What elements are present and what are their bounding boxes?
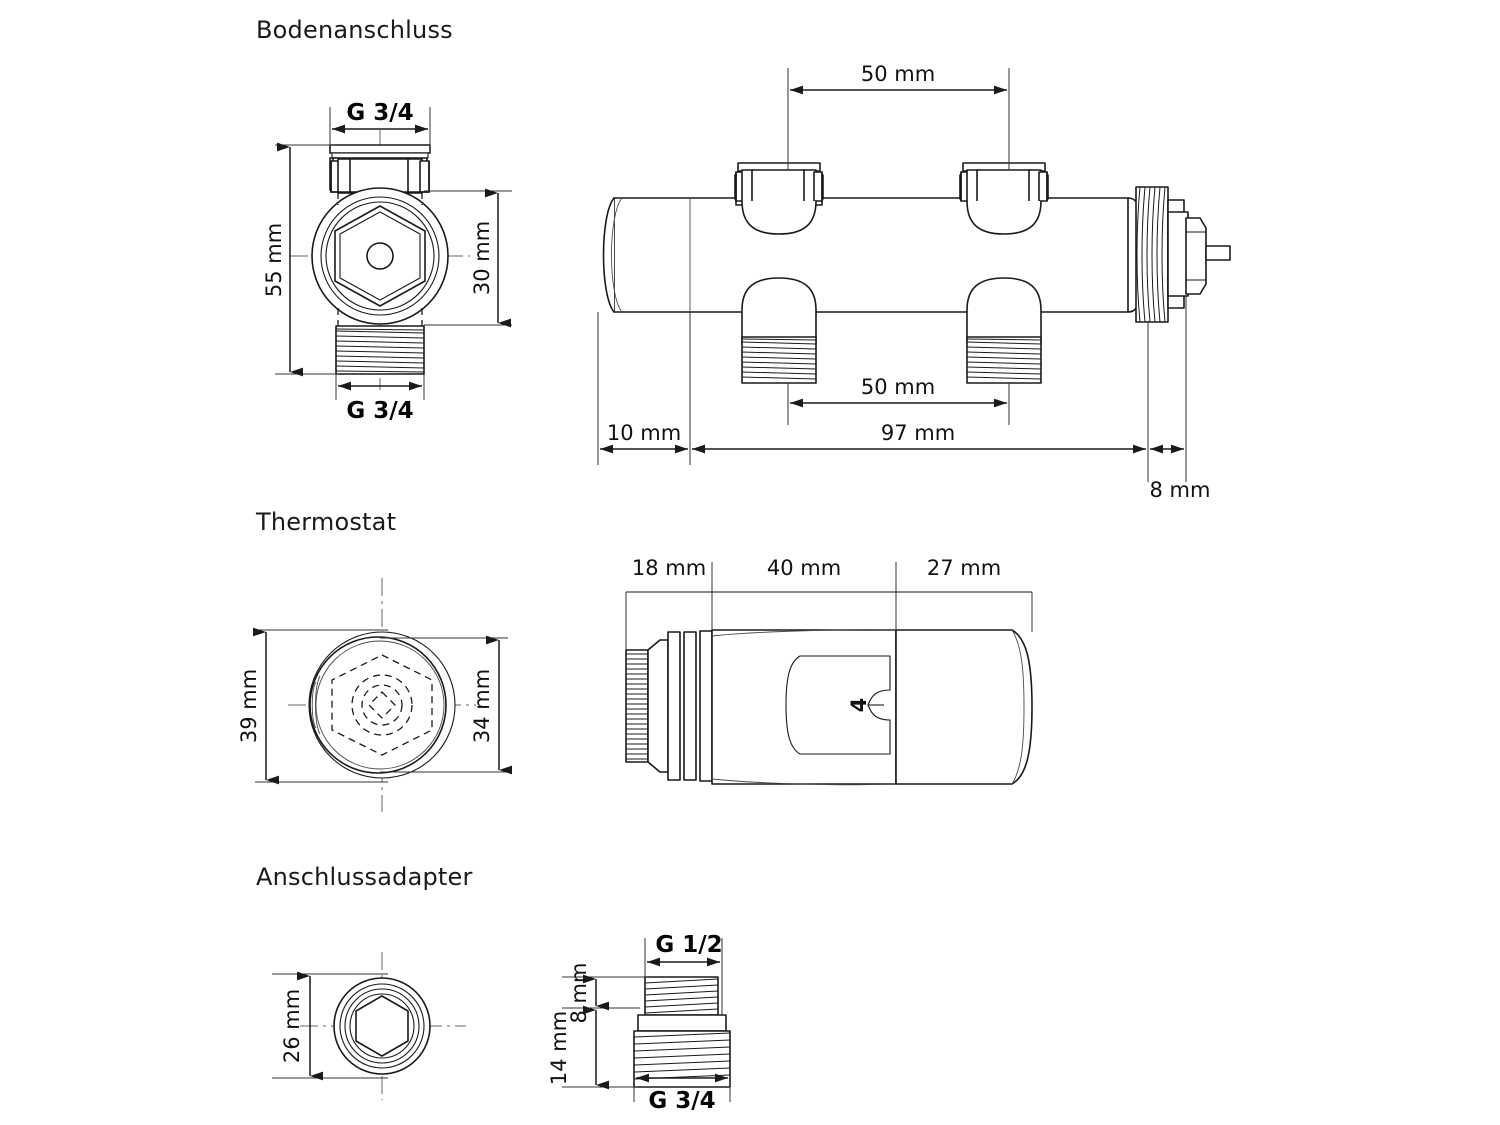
dim-adapter-outer: 26 mm bbox=[272, 971, 388, 1081]
dim-label-thermostat-connector: 18 mm bbox=[632, 556, 706, 580]
dim-adapter-lower-thread: G 3/4 bbox=[633, 1073, 731, 1114]
section-title-anschlussadapter: Anschlussadapter bbox=[256, 863, 473, 891]
dim-label-body-length: 97 mm bbox=[881, 421, 955, 445]
bottom-thread-stub bbox=[335, 325, 425, 375]
dim-label-left-end: 10 mm bbox=[607, 421, 681, 445]
dim-top-thread: G 3/4 bbox=[329, 100, 431, 152]
dim-label-adapter-upper-thread: G 1/2 bbox=[655, 932, 722, 958]
thermostat-front-view: 39 mm 34 mm bbox=[237, 578, 512, 812]
dim-label-adapter-lower-thread: G 3/4 bbox=[648, 1088, 715, 1114]
dim-body-height: 30 mm bbox=[424, 188, 512, 328]
bottom-stub-left bbox=[741, 277, 817, 384]
dim-label-top-thread: G 3/4 bbox=[346, 100, 413, 126]
adapter-upper-thread bbox=[644, 976, 719, 1016]
adapter-collar bbox=[637, 1014, 727, 1032]
dim-label-overall-height: 55 mm bbox=[262, 223, 286, 297]
center-bore bbox=[366, 242, 394, 270]
dim-top-port-spacing: 50 mm bbox=[787, 62, 1010, 170]
dim-label-body-height: 30 mm bbox=[470, 221, 494, 295]
top-nut-left bbox=[734, 162, 824, 235]
dim-bottom-thread: G 3/4 bbox=[335, 374, 425, 424]
bottom-stub-right bbox=[966, 277, 1042, 384]
dim-thermostat-length-chain: 18 mm 40 mm 27 mm bbox=[625, 556, 1033, 650]
section-title-thermostat: Thermostat bbox=[256, 508, 397, 536]
dim-label-right-end: 8 mm bbox=[1150, 478, 1211, 502]
dim-label-bottom-thread: G 3/4 bbox=[346, 398, 413, 424]
dim-label-top-port-spacing: 50 mm bbox=[861, 62, 935, 86]
dim-overall-height: 55 mm bbox=[262, 142, 340, 377]
section-title-bodenanschluss: Bodenanschluss bbox=[256, 16, 453, 44]
manifold-body bbox=[602, 197, 1129, 313]
top-nut bbox=[329, 144, 431, 194]
dim-label-bottom-port-spacing: 50 mm bbox=[861, 375, 935, 399]
dim-adapter-upper-thread: G 1/2 bbox=[644, 932, 723, 1016]
dim-label-adapter-total-length: 14 mm bbox=[547, 1011, 571, 1085]
dim-thermostat-outer: 39 mm bbox=[237, 627, 388, 785]
dim-adapter-upper-length: 8 mm bbox=[562, 963, 648, 1023]
dim-label-thermostat-inner: 34 mm bbox=[470, 669, 494, 743]
bodenanschluss-front-view: G 3/4 55 mm 30 mm G 3/4 bbox=[262, 100, 512, 424]
dim-label-adapter-outer: 26 mm bbox=[280, 989, 304, 1063]
dim-label-thermostat-head: 27 mm bbox=[927, 556, 1001, 580]
top-nut-right bbox=[959, 162, 1049, 235]
anschlussadapter-side-view: G 1/2 8 mm 14 mm G 3/4 bbox=[547, 932, 731, 1114]
dim-adapter-total-length: 14 mm bbox=[547, 1005, 638, 1090]
thermostat-side-view: 4 18 mm 40 mm 27 mm bbox=[625, 556, 1033, 786]
dim-label-thermostat-outer: 39 mm bbox=[237, 669, 261, 743]
bodenanschluss-side-view: 50 mm 50 mm 10 mm 97 mm 8 mm bbox=[597, 62, 1231, 502]
dim-length-chain: 10 mm 97 mm 8 mm bbox=[597, 296, 1211, 502]
dim-label-thermostat-body: 40 mm bbox=[767, 556, 841, 580]
thermostat-scale-marking: 4 bbox=[847, 698, 871, 713]
knurled-ring bbox=[625, 649, 649, 763]
dim-thermostat-inner: 34 mm bbox=[380, 635, 512, 775]
right-end-valve-insert bbox=[1135, 186, 1231, 323]
dim-bottom-port-spacing: 50 mm bbox=[787, 375, 1010, 425]
anschlussadapter-front-view: 26 mm bbox=[272, 952, 466, 1100]
